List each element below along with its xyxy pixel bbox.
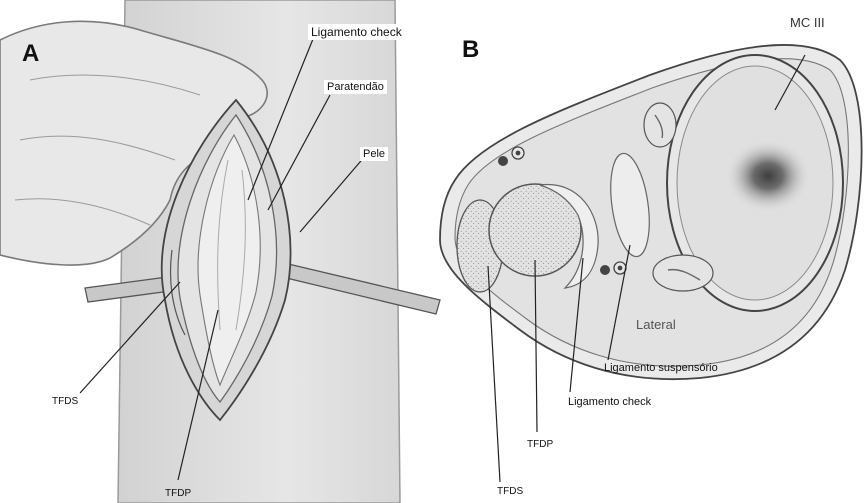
label-b-lateral: Lateral [636,317,676,332]
panel-b-letter: B [462,36,479,64]
label-a-tfds: TFDS [52,396,78,407]
label-b-tfds: TFDS [497,486,523,497]
label-a-paratendao: Paratendão [324,80,387,94]
label-b-ligamento-suspensorio: Ligamento suspensório [604,362,718,374]
label-b-tfdp: TFDP [527,439,553,450]
panel-a-letter: A [22,40,39,68]
panel-a-drawing [0,0,440,503]
label-a-pele: Pele [360,147,388,161]
label-b-mc3: MC III [790,15,825,30]
label-a-ligamento-check: Ligamento check [308,24,405,40]
label-a-tfdp: TFDP [165,488,191,499]
label-b-ligamento-check: Ligamento check [568,396,651,408]
